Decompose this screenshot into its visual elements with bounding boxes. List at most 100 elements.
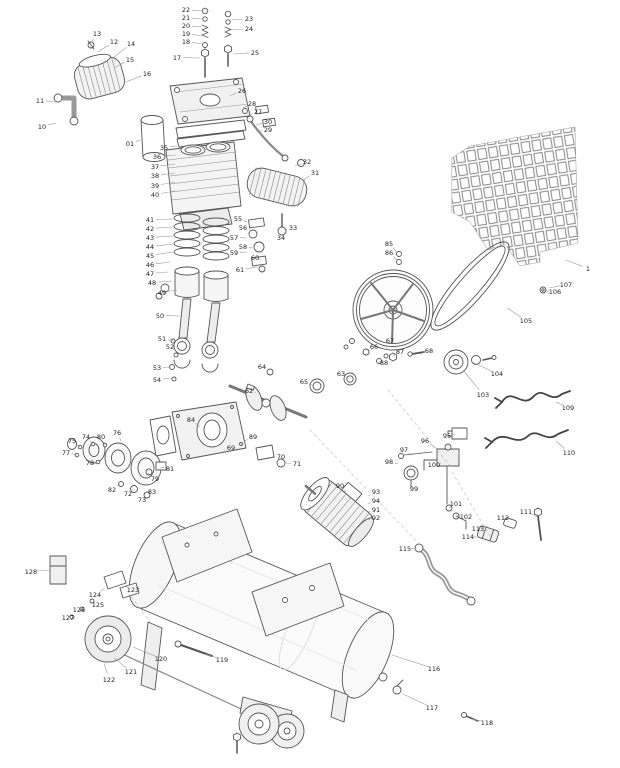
part-label-23: 23 xyxy=(245,15,253,23)
leader-line-76 xyxy=(119,437,122,442)
part-label-27: 27 xyxy=(254,108,262,116)
part-label-114: 114 xyxy=(462,533,474,541)
part-label-25: 25 xyxy=(251,49,259,57)
leader-line-80 xyxy=(103,441,106,446)
leader-line-119 xyxy=(204,653,217,658)
leader-line-113 xyxy=(483,530,486,533)
part-label-119: 119 xyxy=(216,656,228,664)
part-label-69: 69 xyxy=(227,444,235,452)
leader-line-67 xyxy=(385,345,388,349)
leader-line-40 xyxy=(160,190,176,194)
part-label-39: 39 xyxy=(151,182,159,190)
wheel-axle-bolt xyxy=(174,640,213,657)
leader-line-20 xyxy=(191,25,203,28)
part-label-36: 36 xyxy=(153,153,161,161)
connecting-rods xyxy=(169,298,221,382)
part-label-124: 124 xyxy=(89,591,101,599)
part-label-99: 99 xyxy=(410,485,418,493)
part-label-56: 56 xyxy=(239,224,247,232)
leader-line-117 xyxy=(402,693,427,706)
part-label-128: 128 xyxy=(25,568,37,576)
part-label-33: 33 xyxy=(289,224,297,232)
leader-line-49 xyxy=(167,289,178,292)
leader-line-89 xyxy=(244,439,248,442)
leader-line-93 xyxy=(367,494,371,497)
leader-line-51 xyxy=(167,339,175,342)
part-label-58: 58 xyxy=(239,243,247,251)
head-gaskets xyxy=(175,119,247,148)
drain-valve xyxy=(392,679,479,722)
part-label-79: 79 xyxy=(151,475,159,483)
leader-line-94 xyxy=(367,502,371,505)
part-label-111: 111 xyxy=(520,508,532,516)
bearing-covers xyxy=(67,436,167,499)
part-label-84: 84 xyxy=(187,416,195,424)
outlet-fittings xyxy=(476,507,542,543)
flywheel-bolts xyxy=(343,251,402,350)
part-label-62: 62 xyxy=(245,387,253,395)
part-label-20: 20 xyxy=(182,22,190,30)
head-bolt-stack-right xyxy=(224,10,232,67)
part-label-97: 97 xyxy=(400,446,408,454)
part-label-24: 24 xyxy=(245,25,253,33)
part-label-15: 15 xyxy=(126,56,134,64)
construction-lines xyxy=(127,389,491,623)
part-label-46: 46 xyxy=(146,261,154,269)
leader-line-96 xyxy=(429,443,438,450)
leader-line-92 xyxy=(367,519,371,521)
flywheel xyxy=(352,269,434,351)
part-label-54: 54 xyxy=(153,376,161,384)
part-label-83: 83 xyxy=(148,488,156,496)
part-label-73: 73 xyxy=(138,496,146,504)
leader-line-86 xyxy=(393,256,398,261)
leader-line-66 xyxy=(367,350,370,353)
part-label-107: 107 xyxy=(560,281,572,289)
leader-line-75 xyxy=(76,444,81,448)
reed-valves xyxy=(255,104,276,128)
leader-line-25 xyxy=(232,52,250,55)
part-label-88: 88 xyxy=(380,359,388,367)
part-label-93: 93 xyxy=(372,488,380,496)
crankcase xyxy=(171,401,286,468)
part-label-18: 18 xyxy=(182,38,190,46)
part-label-10: 10 xyxy=(38,123,46,131)
leader-line-128 xyxy=(36,569,51,572)
part-label-101: 101 xyxy=(450,500,462,508)
part-label-122: 122 xyxy=(103,676,115,684)
part-label-123: 123 xyxy=(127,586,139,594)
leader-line-87 xyxy=(392,354,396,357)
part-label-29: 29 xyxy=(264,126,272,134)
part-label-92: 92 xyxy=(372,514,380,522)
leader-line-121 xyxy=(113,657,127,669)
leader-line-105 xyxy=(506,307,522,318)
part-label-104: 104 xyxy=(491,370,503,378)
leader-line-11 xyxy=(45,100,57,103)
leader-line-62 xyxy=(254,392,257,394)
part-label-80: 80 xyxy=(97,433,105,441)
leader-line-33 xyxy=(283,228,288,231)
leader-line-10 xyxy=(47,122,57,126)
part-label-45: 45 xyxy=(146,252,154,260)
leader-line-69 xyxy=(223,449,226,451)
part-label-100: 100 xyxy=(428,461,440,469)
pistons xyxy=(155,266,229,302)
part-label-34: 34 xyxy=(277,234,285,242)
valve-plate-parts xyxy=(248,217,267,273)
part-label-31: 31 xyxy=(311,169,319,177)
leader-line-36 xyxy=(162,154,177,157)
part-label-109: 109 xyxy=(562,404,574,412)
part-label-106: 106 xyxy=(549,288,561,296)
leader-line-64 xyxy=(266,369,269,372)
leader-line-120 xyxy=(132,646,156,657)
leader-line-15 xyxy=(113,62,125,69)
leader-line-13 xyxy=(89,38,94,45)
part-label-94: 94 xyxy=(372,497,380,505)
leader-line-39 xyxy=(160,181,176,185)
part-label-42: 42 xyxy=(146,225,154,233)
leader-line-27 xyxy=(246,113,253,117)
part-label-65: 65 xyxy=(300,378,308,386)
part-label-35: 35 xyxy=(160,144,168,152)
